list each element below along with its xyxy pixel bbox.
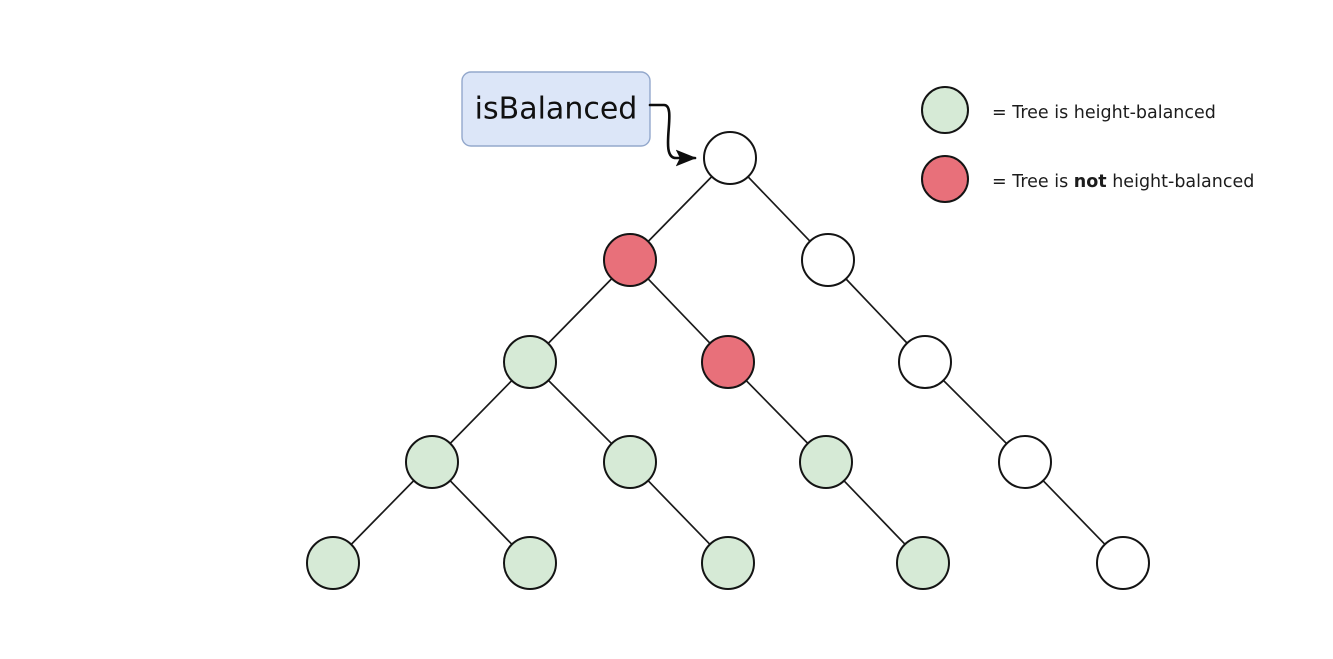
tree-edge — [842, 479, 907, 546]
tree-edge — [941, 378, 1009, 446]
tree-edge — [746, 175, 812, 243]
tree-edge — [349, 479, 416, 546]
tree-node-balanced[interactable] — [306, 536, 360, 590]
legend-swatch-balanced — [921, 86, 969, 134]
tree-edge — [448, 379, 514, 445]
tree-node-balanced[interactable] — [405, 435, 459, 489]
tree-edge — [646, 479, 712, 546]
tree-node-balanced[interactable] — [603, 435, 657, 489]
tree-node-balanced[interactable] — [503, 335, 557, 389]
tree-node-plain[interactable] — [998, 435, 1052, 489]
legend-label-balanced: = Tree is height-balanced — [992, 103, 1216, 123]
tree-node-balanced[interactable] — [503, 536, 557, 590]
legend-item-unbalanced: = Tree is not height-balanced — [921, 155, 1254, 203]
tree-node-plain[interactable] — [1096, 536, 1150, 590]
tree-edge — [646, 277, 712, 345]
tree-edge-layer — [349, 175, 1107, 546]
callout-group: isBalanced — [461, 71, 697, 167]
tree-node-balanced[interactable] — [896, 536, 950, 590]
tree-edge — [546, 277, 614, 345]
tree-edge — [744, 379, 810, 445]
tree-node-balanced[interactable] — [701, 536, 755, 590]
callout-label: isBalanced — [475, 92, 638, 127]
legend: = Tree is height-balanced = Tree is not h… — [921, 86, 1254, 203]
tree-node-balanced[interactable] — [799, 435, 853, 489]
tree-edge — [546, 378, 614, 446]
tree-node-unbalanced[interactable] — [603, 233, 657, 287]
legend-item-balanced: = Tree is height-balanced — [921, 86, 1216, 134]
callout-arrow — [648, 103, 697, 167]
tree-node-unbalanced[interactable] — [701, 335, 755, 389]
tree-edge — [448, 479, 514, 546]
legend-swatch-unbalanced — [921, 155, 969, 203]
tree-edge — [844, 277, 909, 345]
tree-node-plain[interactable] — [801, 233, 855, 287]
callout-box — [461, 71, 651, 147]
tree-node-plain[interactable] — [898, 335, 952, 389]
tree-node-layer — [306, 131, 1150, 590]
tree-edge — [1041, 479, 1107, 546]
tree-edge — [646, 175, 714, 243]
tree-node-plain[interactable] — [703, 131, 757, 185]
legend-label-unbalanced: = Tree is not height-balanced — [992, 172, 1254, 192]
